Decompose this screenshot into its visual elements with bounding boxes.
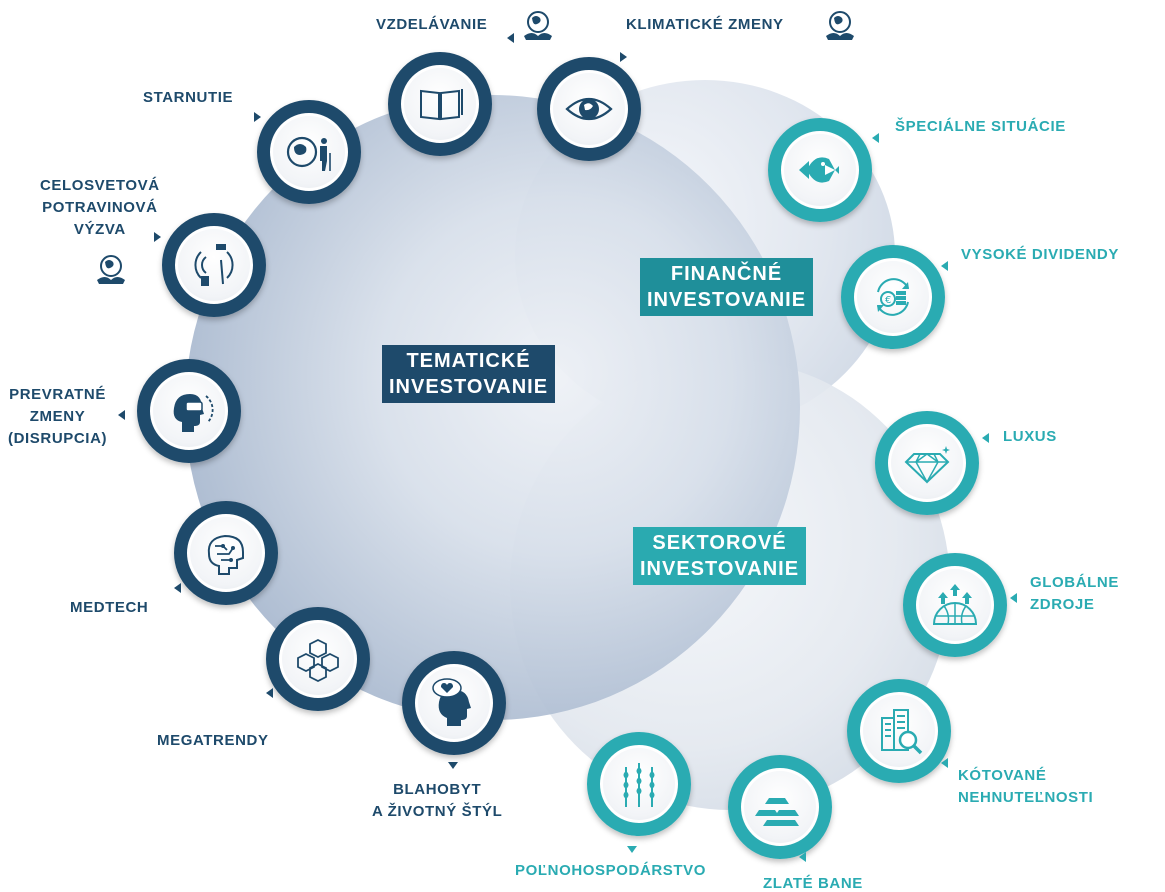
label-starnutie: STARNUTIE <box>143 89 234 106</box>
label-vysoke-dividendy: VYSOKÉ DIVIDENDY <box>961 246 1119 263</box>
pointer-potraviny <box>154 232 161 242</box>
pointer-kotovane-nehnutelnosti <box>941 758 948 768</box>
label-zlate-bane: ZLATÉ BANE <box>763 875 863 892</box>
pointer-vzdelavanie <box>507 33 514 43</box>
pointer-specialne-situacie <box>872 133 879 143</box>
label-klimaticke-zmeny: KLIMATICKÉ ZMENY <box>626 16 784 33</box>
pointer-disrupcia <box>118 410 125 420</box>
node-starnutie <box>257 100 361 204</box>
brain-circuit-icon <box>207 534 244 575</box>
food-radar-icon <box>194 244 234 286</box>
node-klimaticke-zmeny <box>537 57 641 161</box>
esg-hand-globe-icon <box>524 11 552 40</box>
node-potraviny <box>162 213 266 317</box>
vr-head-icon <box>173 394 214 432</box>
head-heart-icon <box>432 678 471 726</box>
euro-coins-icon: € <box>877 278 909 316</box>
pointer-klimaticke-zmeny <box>620 52 627 62</box>
cubes-icon <box>297 638 339 683</box>
pointer-medtech <box>174 583 181 593</box>
node-globalne-zdroje <box>903 553 1007 657</box>
label-medtech: MEDTECH <box>70 599 149 616</box>
label-polnohospodarstvo: POĽNOHOSPODÁRSTVO <box>515 862 707 879</box>
pointer-globalne-zdroje <box>1010 593 1017 603</box>
label-megatrendy: MEGATRENDY <box>157 732 269 749</box>
pointer-luxus <box>982 433 989 443</box>
node-vzdelavanie <box>388 52 492 156</box>
svg-text:€: € <box>885 295 891 306</box>
label-specialne-situacie: ŠPECIÁLNE SITUÁCIE <box>895 118 1066 135</box>
wheat-icon <box>623 763 655 807</box>
eye-globe-icon <box>565 97 613 121</box>
node-specialne-situacie <box>768 118 872 222</box>
globe-elderly-icon <box>286 136 331 171</box>
node-zlate-bane <box>728 755 832 859</box>
pointer-zlate-bane <box>799 852 806 862</box>
node-kotovane-nehnutelnosti <box>847 679 951 783</box>
label-vzdelavanie: VZDELÁVANIE <box>376 16 488 33</box>
esg-hand-globe-icon <box>826 11 854 40</box>
diamond-icon <box>904 446 950 484</box>
node-medtech <box>174 501 278 605</box>
pointer-polnohospodarstvo <box>627 846 637 853</box>
node-vysoke-dividendy: € <box>841 245 945 349</box>
node-blahobyt <box>402 651 506 755</box>
pointer-starnutie <box>254 112 261 122</box>
node-polnohospodarstvo <box>587 732 691 836</box>
fish-icon <box>799 157 839 183</box>
node-disrupcia <box>137 359 241 463</box>
node-megatrendy <box>266 607 370 711</box>
label-luxus: LUXUS <box>1003 428 1057 445</box>
buildings-search-icon <box>881 709 923 755</box>
book-icon <box>420 89 463 121</box>
pointer-blahobyt <box>448 762 458 769</box>
pointer-vysoke-dividendy <box>941 261 948 271</box>
node-luxus <box>875 411 979 515</box>
globe-arrows-icon <box>932 584 978 625</box>
pointer-megatrendy <box>266 688 273 698</box>
gold-bars-icon <box>755 798 799 826</box>
esg-hand-globe-icon <box>97 255 125 284</box>
